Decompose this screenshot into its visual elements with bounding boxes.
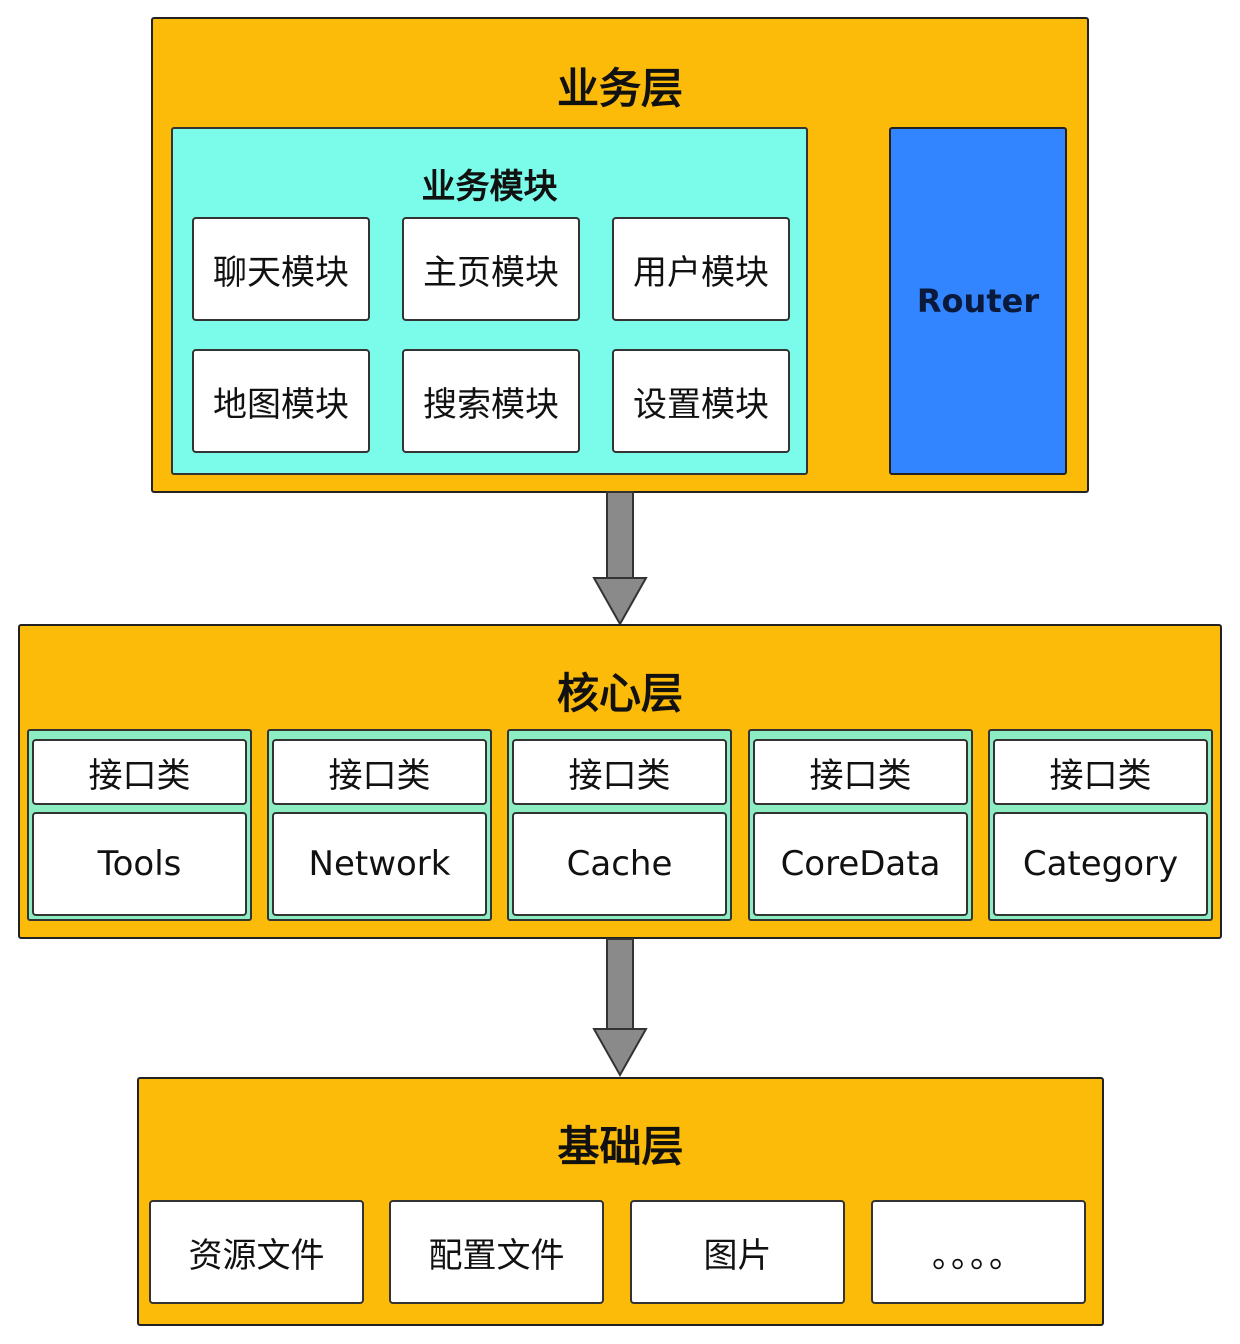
down-arrow-2 xyxy=(592,938,648,1078)
core-layer-title: 核心层 xyxy=(556,669,683,718)
module-user: 用户模块 xyxy=(612,217,790,321)
module-chat: 聊天模块 xyxy=(192,217,370,321)
component-cache: Cache xyxy=(512,812,727,916)
module-map: 地图模块 xyxy=(192,349,370,453)
module-search: 搜索模块 xyxy=(402,349,580,453)
base-item-resources: 资源文件 xyxy=(149,1200,364,1304)
component-network: Network xyxy=(272,812,487,916)
component-category: Category xyxy=(993,812,1208,916)
router-box: Router xyxy=(889,127,1067,475)
interface-box-tools: 接口类 xyxy=(32,739,247,805)
base-item-more: 。。。。 xyxy=(871,1200,1086,1304)
interface-box-network: 接口类 xyxy=(272,739,487,805)
interface-box-coredata: 接口类 xyxy=(753,739,968,805)
module-home: 主页模块 xyxy=(402,217,580,321)
component-coredata: CoreData xyxy=(753,812,968,916)
module-settings: 设置模块 xyxy=(612,349,790,453)
base-layer-title: 基础层 xyxy=(557,1122,684,1171)
business-modules-title: 业务模块 xyxy=(421,167,558,207)
business-layer-title: 业务层 xyxy=(556,64,683,113)
component-tools: Tools xyxy=(32,812,247,916)
base-item-images: 图片 xyxy=(630,1200,845,1304)
down-arrow-1 xyxy=(592,491,648,627)
interface-box-cache: 接口类 xyxy=(512,739,727,805)
interface-box-category: 接口类 xyxy=(993,739,1208,805)
base-item-config: 配置文件 xyxy=(389,1200,604,1304)
